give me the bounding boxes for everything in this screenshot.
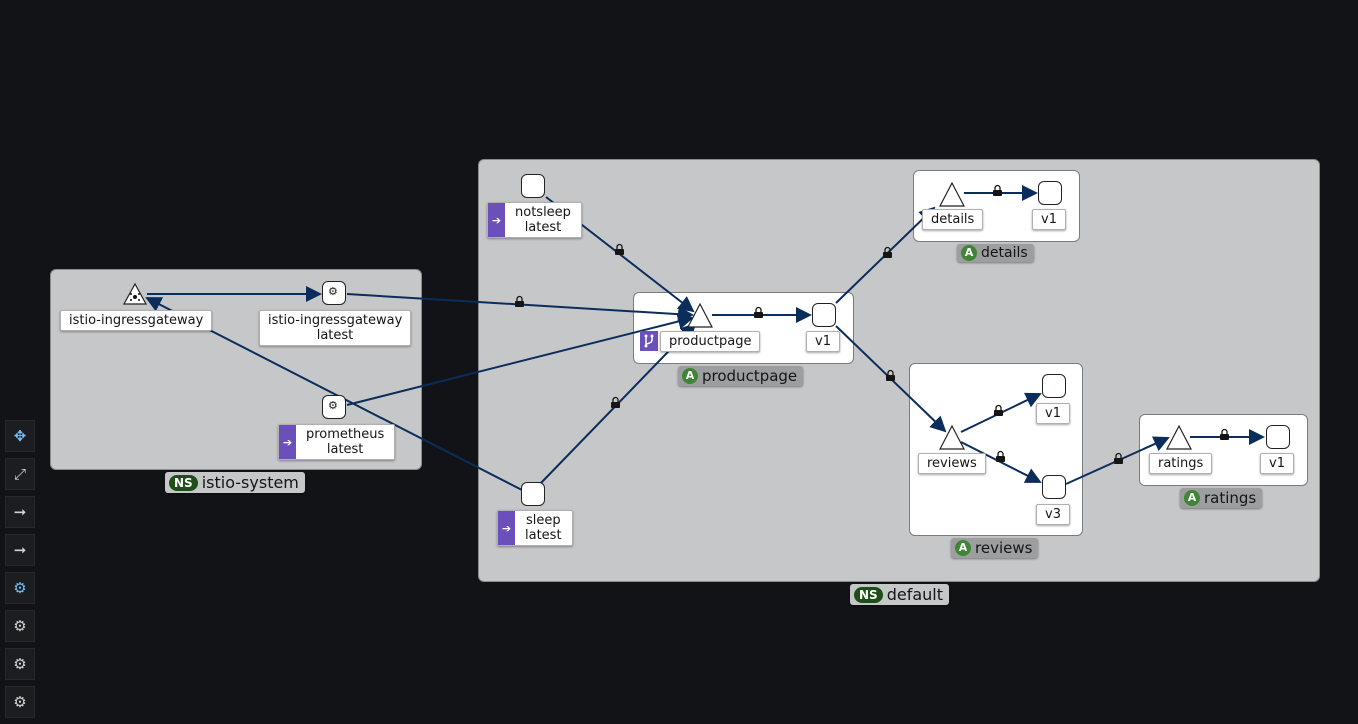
app-badge: A <box>1184 490 1200 506</box>
app-label-ratings[interactable]: A ratings <box>1180 488 1263 508</box>
lock-icon <box>883 246 892 258</box>
edge-prometheus-to-productpage[interactable] <box>346 313 694 406</box>
lock-icon <box>996 450 1005 462</box>
service-node-reviews[interactable] <box>939 424 965 450</box>
layout-2-icon[interactable]: ⚙ <box>5 610 35 642</box>
label-name: istio-ingressgateway <box>268 313 403 328</box>
workload-node-ingress-gateway[interactable]: ⚙ <box>322 281 346 305</box>
label-version: latest <box>326 442 364 457</box>
service-node-productpage[interactable] <box>687 302 713 328</box>
service-node-ratings[interactable] <box>1166 424 1192 450</box>
label-reviews-service[interactable]: reviews <box>918 453 986 474</box>
label-version: latest <box>316 328 354 343</box>
lock-icon <box>993 184 1002 196</box>
label-ingress-workload[interactable]: istio-ingressgateway latest <box>259 310 411 346</box>
label-productpage-service[interactable]: productpage <box>660 331 761 352</box>
app-label-details[interactable]: A details <box>957 244 1034 262</box>
app-label-productpage[interactable]: A productpage <box>678 366 804 386</box>
workload-node-ratings-v1[interactable] <box>1266 425 1290 449</box>
lock-icon <box>754 306 763 318</box>
arrow-right-icon[interactable]: ➞ <box>5 534 35 566</box>
layout-1-icon[interactable]: ⚙ <box>5 572 35 604</box>
label-version: latest <box>524 220 562 235</box>
service-node-istio-ingressgateway[interactable] <box>122 282 148 305</box>
service-node-details[interactable] <box>939 181 965 207</box>
workload-entry-icon: ➔ <box>279 425 296 459</box>
lock-icon <box>1114 452 1123 464</box>
app-badge: A <box>682 368 698 384</box>
label-productpage-v1[interactable]: v1 <box>806 331 840 352</box>
app-name: details <box>981 245 1028 261</box>
label-details-service[interactable]: details <box>922 209 984 230</box>
workload-node-reviews-v1[interactable] <box>1042 374 1066 398</box>
arrow-right-icon[interactable]: ➞ <box>5 496 35 528</box>
label-reviews-v3[interactable]: v3 <box>1036 504 1070 525</box>
lock-icon <box>611 396 620 408</box>
namespace-name: istio-system <box>201 473 299 492</box>
namespace-badge: NS <box>854 586 883 603</box>
workload-glyph-icon: ⚙ <box>328 399 338 412</box>
workload-node-sleep[interactable] <box>521 482 545 506</box>
namespace-name: default <box>886 585 943 604</box>
app-badge: A <box>961 245 977 261</box>
fit-icon[interactable]: ⤢ <box>5 458 35 490</box>
app-label-reviews[interactable]: A reviews <box>951 538 1039 558</box>
gateway-glyph-icon <box>130 293 140 301</box>
lock-icon <box>994 404 1003 416</box>
label-ratings-v1[interactable]: v1 <box>1260 453 1294 474</box>
virtual-service-icon <box>640 331 658 351</box>
label-ingress-service[interactable]: istio-ingressgateway <box>60 310 213 331</box>
lock-icon <box>1220 428 1229 440</box>
workload-entry-icon: ➔ <box>498 511 515 545</box>
app-name: ratings <box>1204 489 1257 507</box>
lock-icon <box>515 295 524 307</box>
layout-3-icon[interactable]: ⚙ <box>5 648 35 680</box>
label-name: sleep <box>525 513 561 528</box>
label-ratings-service[interactable]: ratings <box>1149 453 1213 474</box>
namespace-badge: NS <box>169 474 198 491</box>
layout-4-icon[interactable]: ⚙ <box>5 686 35 718</box>
app-name: reviews <box>975 539 1033 557</box>
label-name: prometheus <box>306 427 385 442</box>
namespace-label-default[interactable]: NS default <box>850 584 949 605</box>
workload-node-productpage-v1[interactable] <box>812 303 836 327</box>
move-icon[interactable]: ✥ <box>5 420 35 452</box>
lock-icons <box>515 184 1229 464</box>
lock-icon <box>615 243 624 255</box>
namespace-box-default[interactable] <box>478 159 1320 582</box>
label-reviews-v1[interactable]: v1 <box>1036 403 1070 424</box>
workload-node-notsleep[interactable] <box>521 174 545 198</box>
workload-glyph-icon: ⚙ <box>328 285 338 298</box>
workload-node-reviews-v3[interactable] <box>1042 475 1066 499</box>
label-version: latest <box>525 528 562 543</box>
workload-entry-icon: ➔ <box>488 203 505 237</box>
app-name: productpage <box>702 367 798 385</box>
label-details-v1[interactable]: v1 <box>1032 209 1066 230</box>
namespace-label-istio-system[interactable]: NS istio-system <box>165 472 305 493</box>
lock-icon <box>886 369 895 381</box>
workload-node-details-v1[interactable] <box>1038 181 1062 205</box>
graph-toolbar: ✥ ⤢ ➞ ➞ ⚙ ⚙ ⚙ ⚙ <box>5 420 37 724</box>
app-badge: A <box>955 540 971 556</box>
workload-node-prometheus[interactable]: ⚙ <box>322 395 346 419</box>
label-name: notsleep <box>515 205 571 220</box>
